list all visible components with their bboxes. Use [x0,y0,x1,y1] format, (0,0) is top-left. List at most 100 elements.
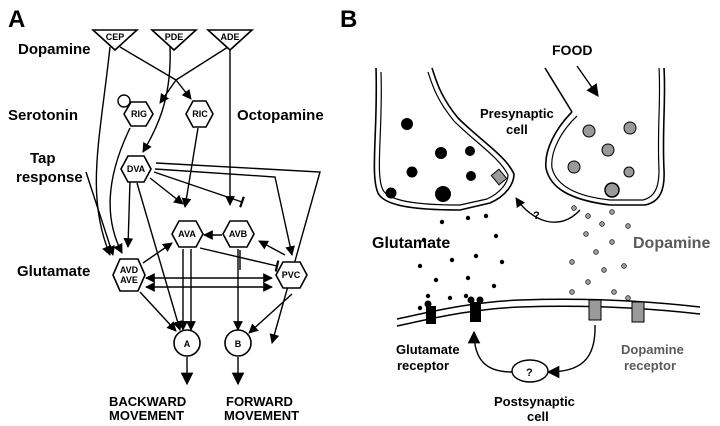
postsynaptic-label-1: Postsynaptic [494,394,575,409]
hexagon-shape [185,100,214,128]
edge-to-ric [175,79,192,100]
node-ric: RIC [185,100,214,128]
dopamine-label-b: Dopamine [633,235,710,252]
receptor-ligand [424,300,432,308]
hexagon-shape [275,261,308,289]
dopamine-molecules [569,205,631,301]
glutamate-terminal [373,67,515,211]
edge-cep-cross [119,46,177,81]
node-ade-label: ADE [220,32,239,42]
panel-b-letter: B [340,6,357,33]
edge-ric-ava [181,127,199,208]
receptor-body [631,301,645,323]
receptor-body [470,302,481,322]
dopamine-signal-arrow [546,324,596,379]
edge-avd-a [139,291,177,332]
glutamate-modulation-arrow [467,330,513,373]
panel-a: A Dopamine Serotonin Tap response Octopa… [8,6,324,423]
edge-tap-avd [85,171,115,256]
vesicle [582,124,596,138]
terminal-edge [544,67,573,113]
node-rig: RIG [123,101,154,127]
dopamine-receptor-left [588,299,602,321]
unknown-ellipse [511,359,549,383]
food-label: FOOD [552,42,592,58]
gray-vesicles [567,121,637,198]
circle-shape [173,329,201,357]
panel-a-letter: A [8,6,25,33]
edge-to-rig [159,79,177,104]
dopamine-receptor-label-2: receptor [624,358,676,373]
glutamate-molecules [417,213,505,311]
receptor-ligand [476,296,484,304]
question-mark-upper: ? [533,210,540,222]
vesicle [604,182,620,198]
edge-pvc-avb [258,240,286,256]
node-cep: CEP [90,29,140,52]
receptor-ligand [467,296,475,304]
glutamate-receptor-label-2: receptor [397,358,449,373]
edge-pvc-b [248,293,293,334]
node-ade: ADE [205,29,255,52]
edge-pde-dva [142,46,171,153]
presynaptic-label-2: cell [506,122,528,137]
connections [85,46,321,386]
hexagon-shape [112,258,146,292]
vesicle [401,118,413,130]
dark-vesicles [385,118,476,202]
vesicle [623,121,637,135]
vesicle [466,171,476,181]
hexagon-shape [222,220,255,248]
edge-cep-avd [95,46,112,256]
vesicle [385,187,397,199]
edge-dva-ava [149,177,184,205]
panel-b: B FOOD [340,6,710,424]
vesicle [435,186,451,202]
circle-shape [224,329,252,357]
response-label: response [16,169,83,186]
node-a: A [173,329,201,357]
glutamate-label-a: Glutamate [17,263,90,280]
backward-label-1: BACKWARD [109,394,186,409]
hexagon-shape [171,220,204,248]
edge-dva-pvc [154,168,295,256]
node-avd-ave: AVD AVE [112,258,146,292]
hexagon-shape [120,155,152,183]
receptor-body [426,306,436,324]
edge-dva-avd [123,179,134,248]
edge-ade-cross [175,46,229,81]
edge-rig-avd [109,127,131,254]
node-dva-label: DVA [127,164,146,174]
vesicle [406,166,418,178]
node-a-label: A [184,339,191,349]
presynaptic-label-1: Presynaptic [480,106,554,121]
vesicle [435,147,447,159]
backward-label-2: MOVEMENT [109,408,184,423]
vesicle [601,143,615,157]
edge-dva-a [136,182,183,331]
receptor-body [588,299,602,321]
dopamine-receptor-right [631,301,645,323]
vesicle [465,146,475,156]
feedback-arrow [515,197,581,223]
node-dva: DVA [120,155,152,183]
dopamine-label: Dopamine [18,41,91,58]
triangle-shape [90,29,140,52]
vesicle [623,166,635,178]
presynaptic-receptor [490,168,508,186]
node-ava-label: AVA [178,229,196,239]
node-pde-label: PDE [165,32,184,42]
node-pvc: PVC [275,261,308,289]
node-pde: PDE [149,29,199,52]
glutamate-receptor-right [467,296,484,322]
forward-label-2: MOVEMENT [224,408,299,423]
forward-label-1: FORWARD [226,394,293,409]
triangle-shape [205,29,255,52]
hexagon-shape [123,101,154,127]
tap-label: Tap [30,150,56,167]
unknown-signal: ? [511,359,549,383]
node-rig-label: RIG [131,109,147,119]
node-avd-label: AVD [120,265,139,275]
node-cep-label: CEP [106,32,125,42]
